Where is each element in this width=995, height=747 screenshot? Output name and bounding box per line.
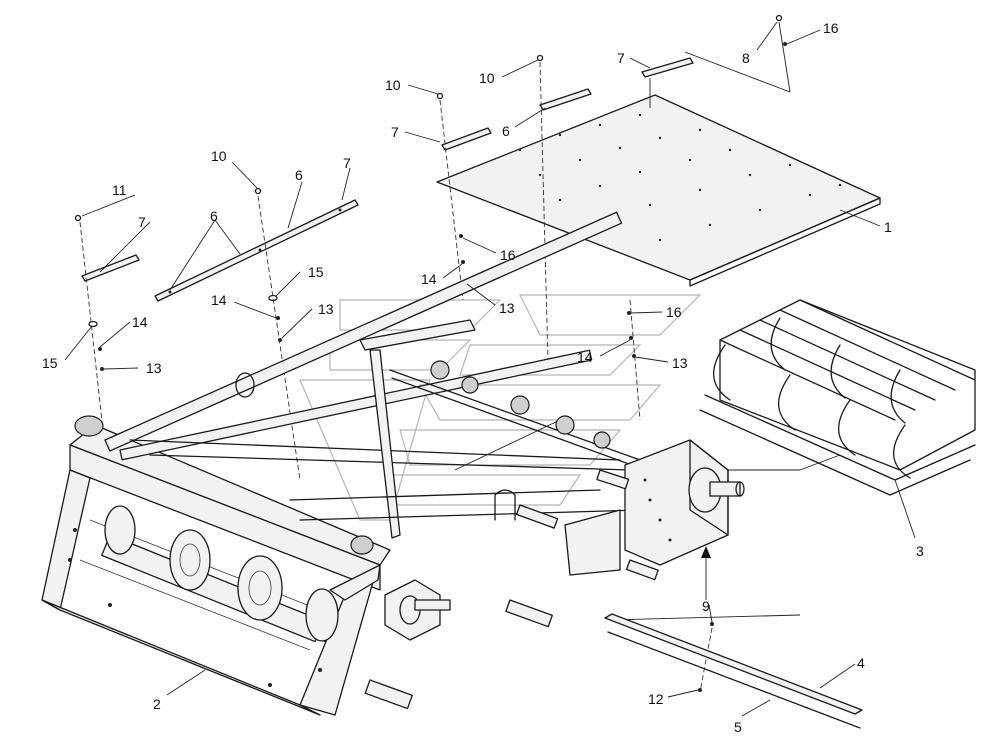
long-strip [604,613,863,729]
callout-1: 1 [884,219,892,235]
cover-plate [436,94,881,287]
callout-6a: 6 [210,208,218,224]
cage-bars [719,299,976,421]
assembly-arrow [701,546,711,600]
callout-4: 4 [857,655,865,671]
callout-7c: 7 [391,124,399,140]
callout-labels: 1 2 3 4 5 6 6 6 7 7 7 7 8 9 10 10 10 11 … [42,20,924,735]
callout-3: 3 [916,543,924,559]
callout-9: 9 [702,598,710,614]
callout-16a: 16 [500,247,516,263]
rollers [101,505,339,643]
cover-plate-holes [518,113,842,242]
callout-10c: 10 [479,70,495,86]
callout-16b: 16 [666,304,682,320]
drive-shaft [389,360,641,469]
strip-plates [81,57,694,302]
callout-11: 11 [112,182,127,198]
callout-14d: 14 [577,349,593,365]
callout-7a: 7 [138,214,146,230]
callout-13d: 13 [672,355,688,371]
cage-grate [699,299,976,496]
callout-12: 12 [648,691,664,707]
callout-15a: 15 [42,355,58,371]
gear-housing [364,439,745,710]
callout-10a: 10 [211,148,227,164]
callout-13b: 13 [318,301,334,317]
callout-5: 5 [734,719,742,735]
callout-leaders [64,21,916,717]
callout-6c: 6 [502,123,510,139]
callout-2: 2 [153,696,161,712]
callout-6b: 6 [295,167,303,183]
callout-13a: 13 [146,360,162,376]
callout-16c: 16 [823,20,839,36]
callout-8: 8 [742,50,750,66]
callout-14a: 14 [132,314,148,330]
callout-7b: 7 [343,155,351,171]
callout-14b: 14 [211,292,227,308]
callout-10b: 10 [385,77,401,93]
main-frame [41,211,641,716]
callout-7d: 7 [617,50,625,66]
callout-13c: 13 [499,300,515,316]
callout-15b: 15 [308,264,324,280]
callout-14c: 14 [421,271,437,287]
